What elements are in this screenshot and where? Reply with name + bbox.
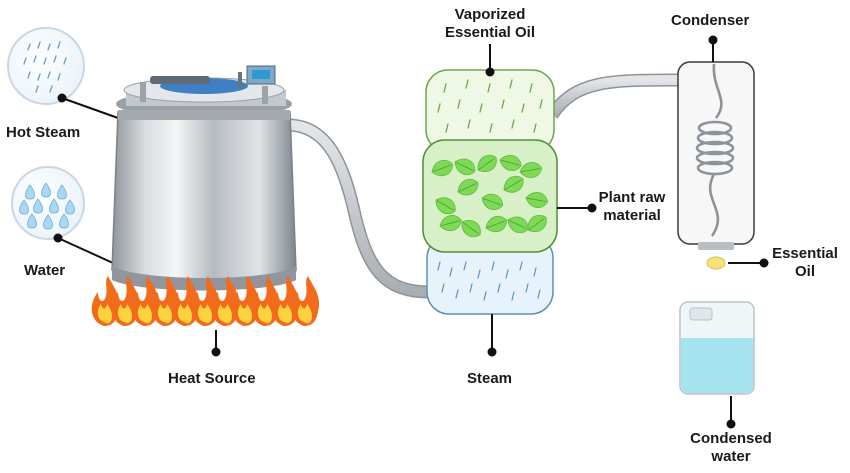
pipe-tank-to-chamber (287, 118, 431, 299)
label-condensed-line2: water (711, 448, 751, 465)
distillation-chamber (422, 69, 558, 315)
leader-lines-right (708, 35, 769, 429)
label-essential-oil: Essential Oil (769, 245, 841, 281)
label-condensed-line1: Condensed (690, 430, 772, 447)
label-condenser: Condenser (671, 12, 750, 29)
oil-drop-icon (706, 256, 726, 270)
label-vaporized-line1: Vaporized (454, 6, 526, 23)
boiler-tank (111, 65, 297, 291)
label-condensed-water: Condensed water (686, 430, 776, 466)
label-hot-steam: Hot Steam (6, 124, 81, 141)
label-water: Water (24, 262, 66, 279)
label-steam: Steam (467, 370, 513, 387)
water-drops-icon (11, 166, 85, 240)
leader-lines-left (53, 93, 221, 357)
label-plant-line1: Plant raw (598, 189, 666, 206)
coil-icon (695, 63, 735, 237)
hot-steam-icon (7, 27, 85, 105)
jug-icon (679, 301, 755, 395)
label-plant-raw-material: Plant raw material (596, 189, 668, 225)
label-plant-line2: material (603, 207, 661, 224)
label-essential-line1: Essential (772, 245, 838, 262)
label-vaporized-essential-oil: Vaporized Essential Oil (439, 6, 541, 42)
label-essential-line2: Oil (794, 263, 815, 280)
label-heat-source: Heat Source (168, 370, 256, 387)
label-vaporized-line2: Essential Oil (444, 24, 536, 41)
condenser (677, 61, 755, 250)
leader-lines-middle (485, 44, 597, 357)
